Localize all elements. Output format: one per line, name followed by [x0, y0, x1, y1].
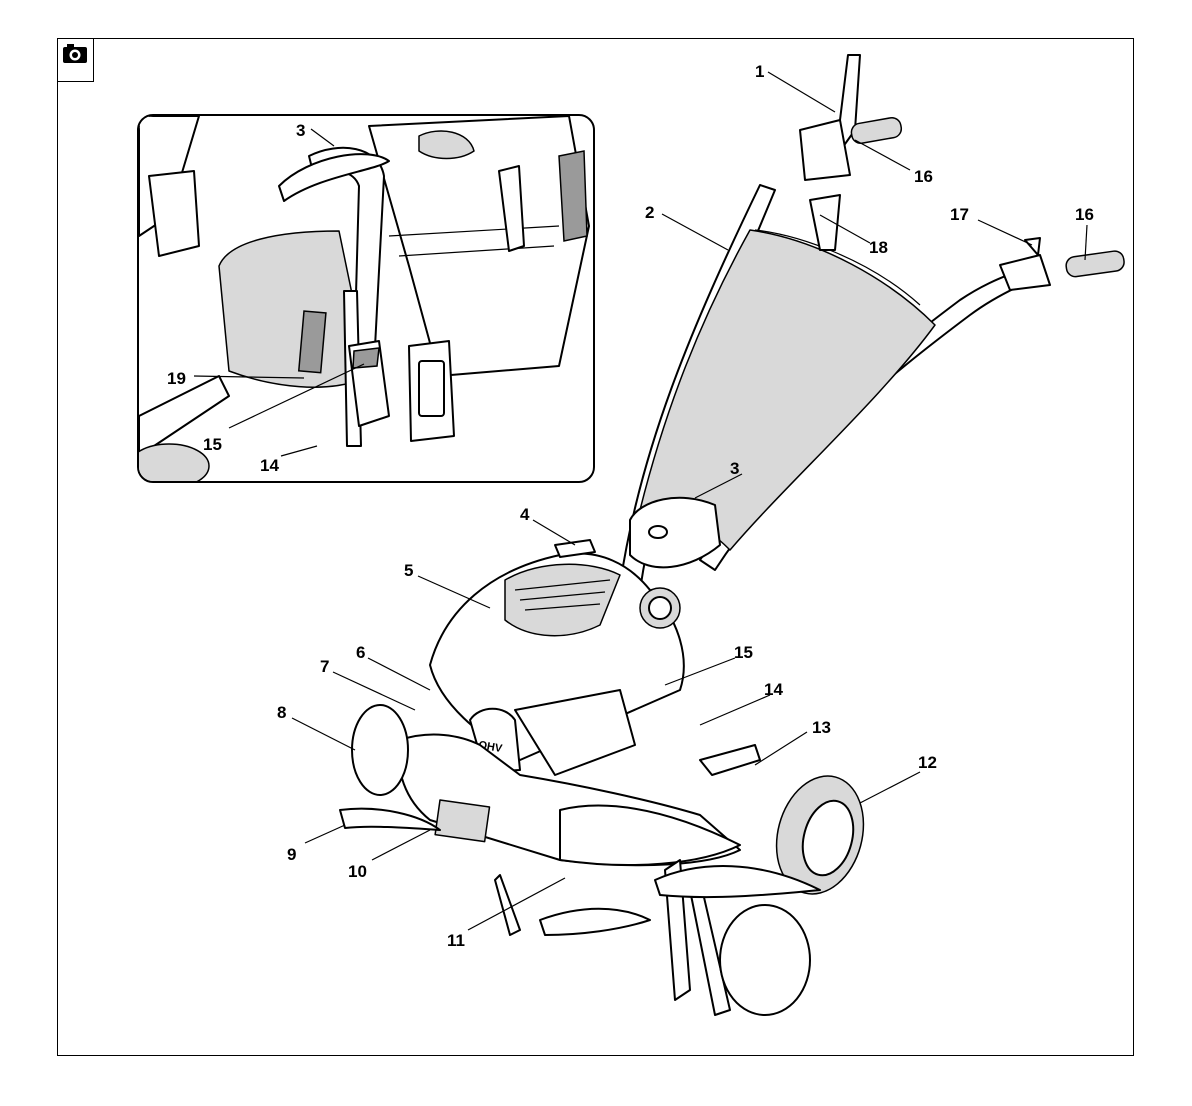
callout-1: 1 [755, 62, 764, 81]
callout-16-left: 16 [914, 167, 933, 186]
callout-14: 14 [764, 680, 783, 699]
callout-6: 6 [356, 643, 365, 662]
inset-callout-19: 19 [167, 369, 186, 388]
callout-3: 3 [730, 459, 739, 478]
callout-18: 18 [869, 238, 888, 257]
detail-inset: 3 19 15 14 [137, 114, 595, 483]
callout-7: 7 [320, 657, 329, 676]
callout-11: 11 [447, 931, 465, 950]
callout-15: 15 [734, 643, 753, 662]
right-grip-assembly [1000, 238, 1125, 290]
callout-9: 9 [287, 845, 296, 864]
callout-17: 17 [950, 205, 969, 224]
callout-4: 4 [520, 505, 530, 524]
inset-illustration: 3 19 15 14 [139, 116, 593, 481]
callout-13: 13 [812, 718, 831, 737]
callout-5: 5 [404, 561, 413, 580]
callout-8: 8 [277, 703, 286, 722]
callout-2: 2 [645, 203, 654, 222]
inset-callout-15: 15 [203, 435, 222, 454]
callout-16-right: 16 [1075, 205, 1094, 224]
left-grip-assembly [800, 55, 903, 250]
inset-callout-3: 3 [296, 121, 305, 140]
inset-callout-14: 14 [260, 456, 279, 475]
callout-12: 12 [918, 753, 937, 772]
callout-10: 10 [348, 862, 367, 881]
wheel-bracket [700, 745, 760, 775]
